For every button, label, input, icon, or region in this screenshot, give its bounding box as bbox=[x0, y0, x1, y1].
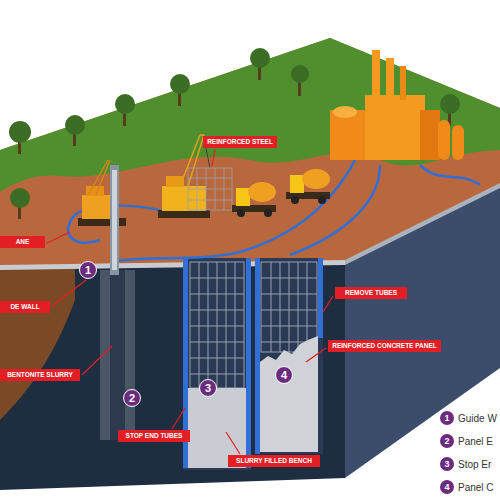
callout-number: 2 bbox=[123, 389, 141, 407]
callout-number-text: 2 bbox=[129, 392, 135, 404]
callout-number: 1 bbox=[79, 261, 97, 279]
legend-text: Panel C bbox=[458, 482, 494, 493]
label-text: BENTONITE SLURRY bbox=[7, 371, 73, 379]
callout-number: 3 bbox=[444, 459, 449, 469]
callout-number: 2 bbox=[444, 436, 449, 446]
callout-label: SLURRY FILLED BENCH bbox=[228, 455, 320, 467]
callout-label: BENTONITE SLURRY bbox=[0, 369, 80, 381]
legend-number-badge: 3 bbox=[440, 457, 454, 471]
callout-label: REINFORCED STEEL bbox=[203, 136, 277, 148]
callout-label: DE WALL bbox=[0, 301, 50, 313]
callout-number-text: 4 bbox=[281, 369, 287, 381]
callout-number: 4 bbox=[275, 366, 293, 384]
legend-number-badge: 1 bbox=[440, 411, 454, 425]
legend-row: 2 Panel E bbox=[440, 433, 493, 449]
callout-number: 3 bbox=[199, 379, 217, 397]
callout-label: STOP END TUBES bbox=[118, 430, 190, 442]
label-text: STOP END TUBES bbox=[126, 432, 183, 440]
label-text: DE WALL bbox=[10, 303, 39, 311]
label-text: REINFORCED STEEL bbox=[207, 138, 273, 146]
legend-row: 4 Panel C bbox=[440, 479, 494, 495]
legend-text: Stop Er bbox=[458, 459, 491, 470]
label-text: REINFORCED CONCRETE PANEL bbox=[332, 342, 437, 350]
legend-text: Panel E bbox=[458, 436, 493, 447]
callout-number: 1 bbox=[444, 413, 449, 423]
legend-row: 1 Guide W bbox=[440, 410, 497, 426]
callout-number: 4 bbox=[444, 482, 449, 492]
callout-number-text: 1 bbox=[85, 264, 91, 276]
label-text: REMOVE TUBES bbox=[345, 289, 397, 297]
legend-number-badge: 4 bbox=[440, 480, 454, 494]
callout-label: REMOVE TUBES bbox=[335, 287, 407, 299]
callout-label: ANE bbox=[0, 236, 45, 248]
callout-number-text: 3 bbox=[205, 382, 211, 394]
callout-label: REINFORCED CONCRETE PANEL bbox=[328, 340, 441, 352]
legend-number-badge: 2 bbox=[440, 434, 454, 448]
label-text: SLURRY FILLED BENCH bbox=[236, 457, 312, 465]
label-text: ANE bbox=[16, 238, 30, 246]
legend-text: Guide W bbox=[458, 413, 497, 424]
legend-row: 3 Stop Er bbox=[440, 456, 491, 472]
